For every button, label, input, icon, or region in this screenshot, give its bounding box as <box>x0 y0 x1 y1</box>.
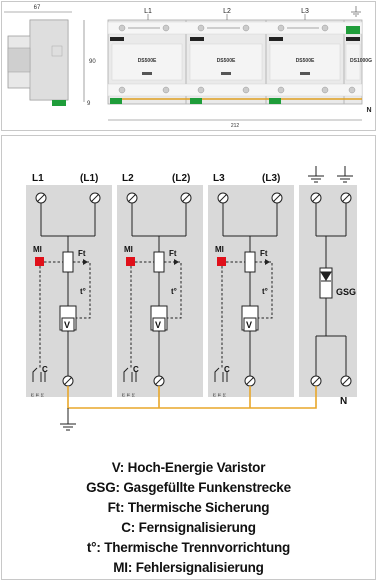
side-view: 67 <box>4 5 72 106</box>
legend-ft: Ft: Thermische Sicherung <box>107 500 270 515</box>
panel-l2 <box>117 185 203 397</box>
mi-label: MI <box>124 245 133 254</box>
terminal-number: 12 <box>212 393 216 397</box>
legend: V: Hoch-Energie Varistor GSG: Gasgefüllt… <box>0 458 377 578</box>
module-label-3: DS500E <box>296 58 315 64</box>
phase-l1-label: L1 <box>32 173 44 184</box>
thermal-label: t° <box>171 287 177 296</box>
legend-mi: MI: Fehlersignalisierung <box>113 560 264 575</box>
thermal-label: t° <box>80 287 86 296</box>
mi-label: MI <box>33 245 42 254</box>
thermal-label: t° <box>262 287 268 296</box>
terminal-number: 14 <box>131 393 135 397</box>
ground-icon-left <box>308 166 324 183</box>
phase-l3-out-label: (L3) <box>262 173 280 184</box>
panel-l3 <box>208 185 294 397</box>
phase-l2-out-label: (L2) <box>172 173 190 184</box>
mi-label: MI <box>215 245 224 254</box>
top-ground-icon <box>351 6 361 17</box>
varistor-label: V <box>64 320 70 330</box>
mi-indicator-icon <box>217 257 226 266</box>
gsg-label: GSG <box>336 287 356 297</box>
panel-l1 <box>26 185 112 397</box>
phase-l2-label: L2 <box>122 173 134 184</box>
mi-indicator-icon <box>126 257 135 266</box>
top-phase-l1: L1 <box>144 8 152 15</box>
top-n-label: N <box>366 107 371 114</box>
dim-total-width: 212 <box>231 123 240 129</box>
legend-t: t°: Thermische Trennvorrichtung <box>86 540 291 555</box>
phase-l3-label: L3 <box>213 173 225 184</box>
top-phase-l3: L3 <box>301 8 309 15</box>
legend-gsg: GSG: Gasgefüllte Funkenstrecke <box>86 480 291 495</box>
dim-height: 90 <box>89 59 96 65</box>
dim-width-side: 67 <box>34 5 41 11</box>
varistor-label: V <box>246 320 252 330</box>
ft-label: Ft <box>78 249 86 258</box>
schematic-frame <box>1 135 376 580</box>
top-phase-l2: L2 <box>223 8 231 15</box>
terminal-number: 12 <box>121 393 125 397</box>
terminal-number: 14 <box>222 393 226 397</box>
module-label-4: DS1000G <box>350 58 372 64</box>
bottom-ground-icon <box>60 408 76 431</box>
front-view: DS500E DS500E DS500E DS1000G <box>107 19 372 105</box>
dim-depth: 9 <box>87 101 91 107</box>
n-label: N <box>340 396 347 407</box>
terminal-number: 14 <box>40 393 44 397</box>
ft-label: Ft <box>169 249 177 258</box>
c-label: C <box>42 365 48 374</box>
top-view-frame <box>1 1 376 131</box>
terminal-number: 11 <box>217 393 221 397</box>
varistor-label: V <box>155 320 161 330</box>
module-label-1: DS500E <box>138 58 157 64</box>
ground-icon-right <box>337 166 353 183</box>
legend-c: C: Fernsignalisierung <box>121 520 256 535</box>
terminal-number: 11 <box>126 393 130 397</box>
c-label: C <box>224 365 230 374</box>
phase-l1-out-label: (L1) <box>80 173 98 184</box>
mi-indicator-icon <box>35 257 44 266</box>
c-label: C <box>133 365 139 374</box>
module-label-2: DS500E <box>217 58 236 64</box>
legend-v: V: Hoch-Energie Varistor <box>111 460 266 475</box>
ft-label: Ft <box>260 249 268 258</box>
terminal-number: 11 <box>35 393 39 397</box>
terminal-number: 12 <box>30 393 34 397</box>
pe-bus <box>67 386 317 409</box>
